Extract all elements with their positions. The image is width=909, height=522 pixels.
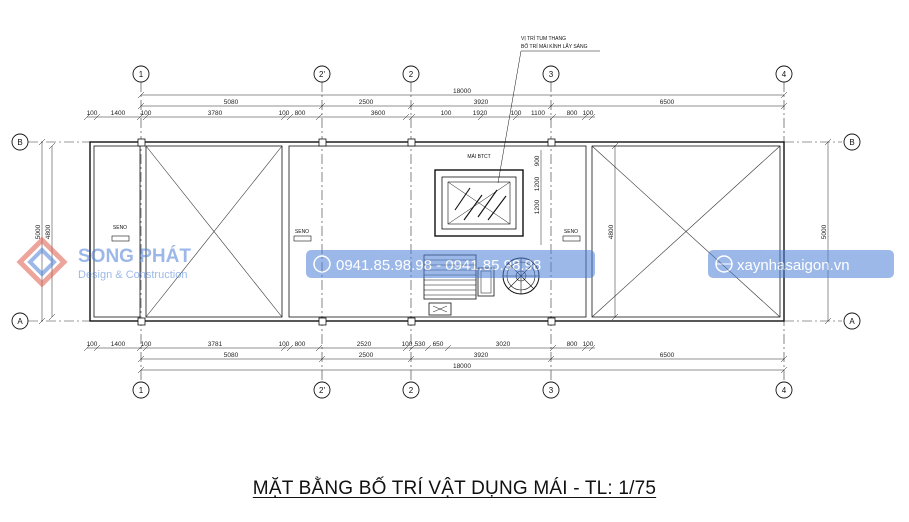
dim-bot-row3-5: 800 <box>295 341 306 348</box>
dim-top-row2-0: 5080 <box>224 99 239 106</box>
axis-label-1-top: 1 <box>139 70 144 79</box>
dim-top-row3-0: 100 <box>87 110 98 117</box>
dim-top-row3-10: 1100 <box>531 110 545 117</box>
dim-bot-row3-0: 100 <box>87 341 98 348</box>
axis-label-a-left: A <box>17 317 23 326</box>
dim-bot-row2-2: 3920 <box>474 352 489 359</box>
watermark-brand: SONG PHÁT <box>78 245 191 267</box>
skylight-label: MÁI BTCT <box>467 153 490 160</box>
dim-bot-row2-1: 2500 <box>359 352 374 359</box>
watermark-phone: 0941.85.98.98 - 0941.85.98.98 <box>306 250 595 278</box>
dim-top-row3-8: 1920 <box>473 110 488 117</box>
top-dimension-lines <box>83 91 788 121</box>
dim-top-row3-3: 3780 <box>208 110 223 117</box>
dim-mid-1: 1200 <box>534 176 541 191</box>
dim-bot-row3-9: 650 <box>433 341 444 348</box>
bottom-dimension-lines <box>83 344 788 374</box>
dim-top-row3-11: 800 <box>567 110 578 117</box>
dim-left-inner: 4800 <box>45 224 52 239</box>
dim-bot-row3-2: 100 <box>141 341 152 348</box>
seno-label-middle: SENO <box>295 229 309 235</box>
drawing-title: MẶT BẰNG BỐ TRÍ VẬT DỤNG MÁI - TL: 1/75 <box>0 478 909 500</box>
axis-label-2-bottom: 2 <box>409 386 414 395</box>
dim-bot-row3-12: 100 <box>583 341 594 348</box>
watermark-website: xaynhasaigon.vn <box>708 250 894 278</box>
dim-left-outer: 5000 <box>35 224 42 239</box>
axis-label-3-top: 3 <box>549 70 554 79</box>
dim-top-row3-4: 100 <box>279 110 290 117</box>
columns <box>137 138 556 326</box>
dim-top-row3-1: 1400 <box>111 110 126 117</box>
dim-bot-row3-3: 3781 <box>208 341 223 348</box>
watermark-phone-text: 0941.85.98.98 - 0941.85.98.98 <box>336 257 541 274</box>
annotation-line2: BỐ TRÍ MÁI KÍNH LẤY SÁNG <box>521 43 588 50</box>
watermark-website-text: xaynhasaigon.vn <box>737 257 850 274</box>
dim-top-overall: 18000 <box>453 88 471 95</box>
seno-left: SENO <box>111 225 130 242</box>
dim-top-row2-3: 6500 <box>660 99 675 106</box>
roof-panel-crosses <box>145 145 781 318</box>
axis-label-b-right: B <box>849 138 854 147</box>
seno-middle: SENO <box>293 229 312 242</box>
seno-right: SENO <box>562 229 581 242</box>
dim-top-row3-9: 100 <box>511 110 522 117</box>
axis-label-2p-top: 2' <box>319 70 325 79</box>
axis-label-4-bottom: 4 <box>782 386 787 395</box>
annotation-line1: VỊ TRÍ TUM THANG <box>521 35 566 42</box>
axis-bubbles <box>11 65 861 399</box>
axis-label-b-left: B <box>17 138 22 147</box>
song-phat-logo <box>16 236 68 288</box>
dim-top-row3-2: 100 <box>141 110 152 117</box>
seno-label-left: SENO <box>113 225 127 231</box>
dim-bot-row2-3: 6500 <box>660 352 675 359</box>
dim-mid-0: 900 <box>534 155 541 166</box>
dim-bot-overall: 18000 <box>453 363 471 370</box>
phone-icon <box>313 255 331 273</box>
dim-bot-row3-1: 1400 <box>111 341 126 348</box>
dim-top-row2-2: 3920 <box>474 99 489 106</box>
dim-top-row3-6: 3600 <box>371 110 386 117</box>
side-dimension-lines <box>38 138 832 325</box>
axis-label-2p-bottom: 2' <box>319 386 325 395</box>
dim-bot-row3-7: 100 <box>402 341 413 348</box>
roof-hatch <box>428 302 452 316</box>
seno-label-right: SENO <box>564 229 578 235</box>
dim-top-row3-7: 100 <box>441 110 452 117</box>
dim-top-row3-5: 800 <box>295 110 306 117</box>
axis-label-3-bottom: 3 <box>549 386 554 395</box>
dim-bot-row2-0: 5080 <box>224 352 239 359</box>
axis-label-2-top: 2 <box>409 70 414 79</box>
skylight: MÁI BTCT <box>434 153 524 237</box>
axis-label-4-top: 4 <box>782 70 787 79</box>
annotation: VỊ TRÍ TUM THANG BỐ TRÍ MÁI KÍNH LẤY SÁN… <box>497 35 600 184</box>
dim-mid-2: 1200 <box>534 199 541 214</box>
watermark-tagline: Design & Construction <box>78 269 187 281</box>
drawing-title-text: MẶT BẰNG BỐ TRÍ VẬT DỤNG MÁI - TL: 1/75 <box>252 478 657 499</box>
dim-bot-row3-11: 800 <box>567 341 578 348</box>
axis-label-a-right: A <box>849 317 855 326</box>
dim-bot-row3-4: 100 <box>279 341 290 348</box>
axis-label-1-bottom: 1 <box>139 386 144 395</box>
dim-top-row2-1: 2500 <box>359 99 374 106</box>
dim-right-outer: 5000 <box>821 224 828 239</box>
dim-bot-row3-10: 3020 <box>496 341 511 348</box>
roof-outline <box>89 141 785 322</box>
dim-bot-row3-6: 2520 <box>357 341 372 348</box>
dim-right-inner: 4800 <box>608 224 615 239</box>
dim-top-row3-12: 100 <box>583 110 594 117</box>
dim-bot-row3-8: 530 <box>415 341 426 348</box>
